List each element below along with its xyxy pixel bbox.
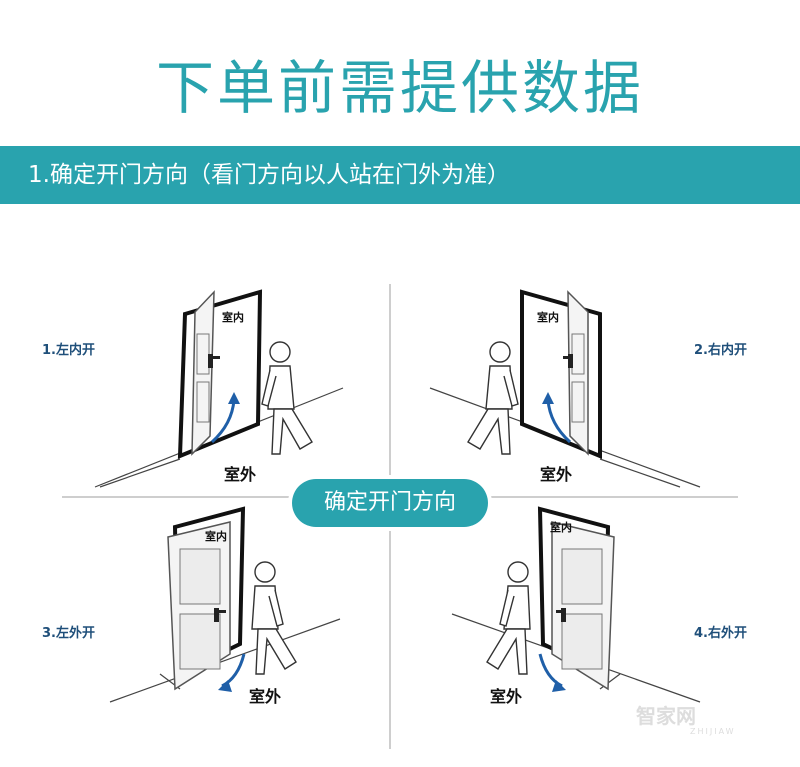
option-1-label: 1.左内开	[42, 343, 95, 358]
center-label-pill: 确定开门方向	[292, 479, 488, 527]
option-2-label: 2.右内开	[694, 343, 747, 358]
q4-inside-label: 室内	[550, 520, 572, 534]
quadrant-4-door-illustration	[451, 506, 701, 703]
q3-outside-label: 室外	[249, 687, 281, 706]
watermark-subtext: ZHIJIAW	[690, 727, 736, 736]
quadrant-3-door-illustration	[109, 506, 341, 703]
page-title: 下单前需提供数据	[155, 54, 644, 122]
quadrant-1-door-illustration	[94, 289, 344, 488]
quadrant-2-door-illustration	[429, 289, 701, 488]
section-banner: 1.确定开门方向（看门方向以人站在门外为准）	[0, 146, 800, 204]
option-3-label: 3.左外开	[42, 626, 95, 641]
banner-text: 1.确定开门方向（看门方向以人站在门外为准）	[28, 162, 510, 188]
watermark-logo: 智家网	[636, 704, 696, 728]
q3-inside-label: 室内	[205, 529, 227, 543]
q2-outside-label: 室外	[540, 465, 572, 484]
option-4-label: 4.右外开	[694, 626, 747, 641]
door-direction-diagram: 室内 室内 室内 室内 室外 室外 室外 室外 1.左内开 2.右内开 3.左外…	[0, 204, 800, 767]
q2-inside-label: 室内	[537, 310, 559, 324]
q1-inside-label: 室内	[222, 310, 244, 324]
q1-outside-label: 室外	[224, 465, 256, 484]
q4-outside-label: 室外	[490, 687, 522, 706]
